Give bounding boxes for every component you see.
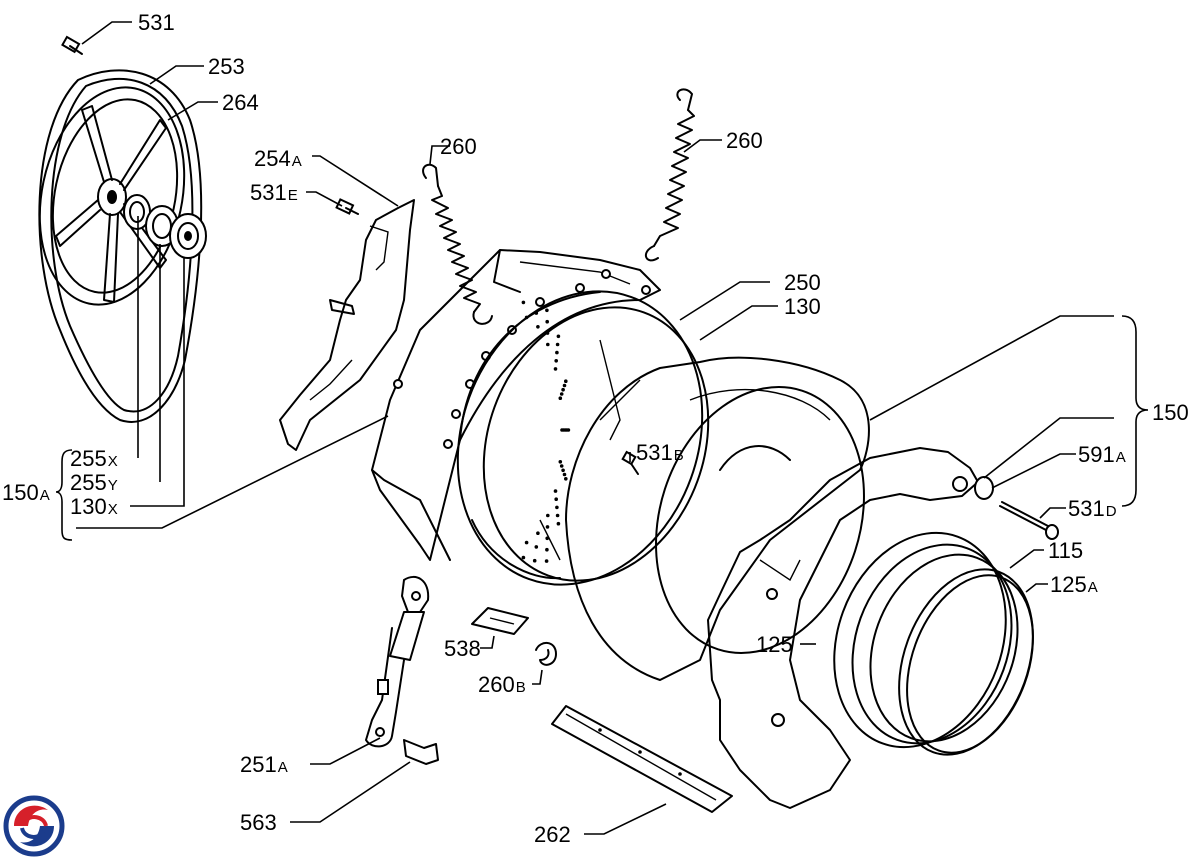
perforation-hole [545,536,549,541]
circular-swirl-logo [3,795,65,857]
perforation-hole [559,392,564,396]
part-labels: 531 253 264 254A 531E 260 260 250 130 15… [2,10,1189,847]
perforation-hole [544,559,549,563]
perforation-hole [532,558,537,563]
perforation-hole [534,311,539,315]
label-255x: 255X [70,446,118,471]
front-bracket-125 [707,447,979,809]
label-150a: 150A [2,480,50,505]
perforation-hole [534,545,539,549]
perforation-hole [545,319,549,324]
perforation-hole [524,315,529,320]
bearing-130x [169,213,207,259]
label-531b: 531B [636,440,684,465]
perforation-hole [554,497,558,502]
label-125: 125 [756,632,793,657]
label-538: 538 [444,636,481,661]
pulley-264 [38,86,186,306]
perforation-hole [562,383,567,388]
perforation-hole [562,472,567,477]
perforation-hole [559,464,564,468]
perforation-hole [554,359,558,363]
perforation-hole [558,460,563,464]
label-531d: 531D [1068,496,1117,521]
perforation-hole [556,334,561,339]
leader-lines [76,21,1114,835]
label-130: 130 [784,294,821,319]
brace-150 [1121,315,1149,507]
label-531e: 531E [250,180,298,205]
brace-150a [55,449,73,541]
label-115: 115 [1048,538,1083,563]
spring-260-right [644,88,695,262]
label-150: 150 [1152,400,1189,425]
perforation-hole [553,367,558,371]
label-250: 250 [784,270,821,295]
perforation-hole [546,513,550,518]
label-260-right: 260 [726,128,763,153]
perforation-hole [545,547,549,552]
perforation-hole [564,379,568,384]
trim-262 [551,705,733,813]
front-tub-130 [565,356,870,681]
perforation-hole [555,505,559,510]
label-531: 531 [138,10,175,35]
label-255y: 255Y [70,470,118,495]
label-563: 563 [240,810,277,835]
label-130x: 130X [70,494,118,519]
screw-531-top [61,35,83,55]
label-251a: 251A [240,752,288,777]
perforation-hole [558,396,563,401]
label-260b: 260B [478,672,526,697]
perforation-hole [521,555,526,560]
perforation-hole [545,331,550,335]
door-seal-115 [833,531,1019,749]
perforation-hole [553,489,558,493]
drum-250 [456,290,710,586]
label-591a: 591A [1078,442,1126,467]
bolt-531d [999,501,1059,540]
label-260-left: 260 [440,134,477,159]
perforation-hole [564,477,568,481]
label-262: 262 [534,822,571,847]
perforation-hole [555,350,559,355]
perforation-hole [545,308,549,313]
perforation-hole [561,387,565,392]
clip-260b [535,642,557,666]
bolt-563 [403,739,439,765]
perforation-hole [536,325,540,329]
perforation-hole [546,342,550,347]
perforation-hole [561,468,565,473]
perforation-hole [536,531,540,535]
screw-531e [335,198,359,215]
drum-perforations [521,300,571,563]
perforation-hole [555,342,560,347]
label-253: 253 [208,54,245,79]
perforation-hole [555,513,560,518]
perforation-hole [545,525,550,529]
label-254a: 254A [254,146,302,171]
screw-531b [621,450,639,475]
label-264: 264 [222,90,259,115]
label-125a: 125A [1050,572,1098,597]
shock-absorber-251a [365,575,430,748]
bracket-254a [279,199,415,451]
part-538 [471,607,529,635]
washer-591a [974,476,994,500]
perforation-hole [566,428,571,432]
spring-260-left [422,163,493,325]
clamp-ring-125a [898,568,1034,756]
perforation-hole [521,300,526,305]
perforation-hole [556,521,561,526]
perforation-hole [524,540,529,545]
